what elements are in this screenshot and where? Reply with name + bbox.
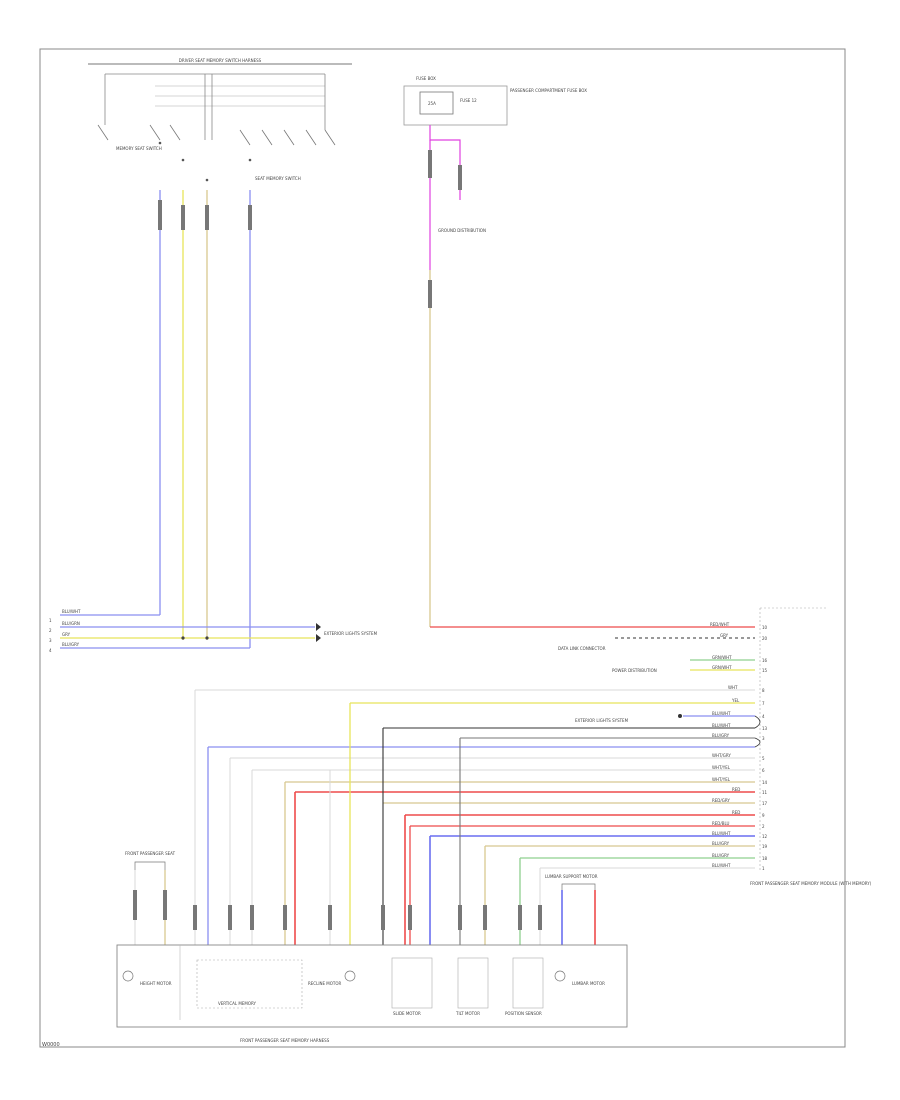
fuse-side-label: PASSENGER COMPARTMENT FUSE BOX	[510, 88, 587, 93]
left-mid-bus: BLU/WHT BLU/GRN GRY BLU/GRY 1 2 3 4 EXTE…	[49, 609, 378, 653]
module-pin-9: 3	[762, 736, 765, 741]
module-wire-12: WHT/YEL	[712, 777, 731, 782]
module-label: FRONT PASSENGER SEAT MEMORY MODULE (WITH…	[750, 881, 872, 886]
module-pin-7: 4	[762, 714, 765, 719]
module-pin-15: 9	[762, 813, 765, 818]
module-pin-3: 16	[762, 658, 768, 663]
module-wire-3: GRN/WHT	[712, 655, 732, 660]
left-pin-1: 1	[49, 618, 52, 623]
module-wire-11: WHT/YEL	[712, 765, 731, 770]
module-pin-10: 5	[762, 756, 765, 761]
fuse-riser-wires	[428, 125, 462, 627]
switch-a-label: MEMORY SEAT SWITCH	[116, 146, 162, 151]
module-wire-2: GRY	[720, 633, 729, 638]
module-wire-18: BLU/GRY	[712, 841, 730, 846]
module-labels: RED/WHT GRY GRN/WHT GRN/WHT WHT YEL BLU/…	[710, 622, 768, 871]
left-pin-3: 3	[49, 638, 52, 643]
module-wire-5: WHT	[728, 685, 738, 690]
left-vertical-wires	[158, 190, 252, 648]
module-pin-20: 1	[762, 866, 765, 871]
component-height-motor: HEIGHT MOTOR	[140, 981, 172, 986]
header-bar-label: DRIVER SEAT MEMORY SWITCH HARNESS	[179, 58, 262, 63]
left-pin-4: 4	[49, 648, 52, 653]
module-pin-4: 15	[762, 668, 768, 673]
bottom-component-box: VERTICAL MEMORY HEIGHT MOTOR RECLINE MOT…	[116, 944, 628, 1028]
bottom-harness-label: FRONT PASSENGER SEAT MEMORY HARNESS	[240, 1038, 330, 1043]
module-pin-2: 20	[762, 636, 768, 641]
module-wire-14: RED/GRY	[712, 798, 730, 803]
module-pin-16: 2	[762, 824, 765, 829]
module-wire-16: RED/BLU	[712, 821, 730, 826]
module-wire-1: RED/WHT	[710, 622, 730, 627]
callout-data-link: DATA LINK CONNECTOR	[558, 646, 606, 651]
ground-label: GROUND DISTRIBUTION	[438, 228, 486, 233]
module-pin-11: 6	[762, 768, 765, 773]
bottom-left-ground: FRONT PASSENGER SEAT	[125, 851, 176, 945]
fuse-box-group: FUSE BOX 25A FUSE 12 PASSENGER COMPARTME…	[403, 76, 587, 233]
bottom-drops: LUMBAR SUPPORT MOTOR	[193, 690, 598, 945]
left-pin-2: 2	[49, 628, 52, 633]
module-wire-8: BLU/WHT	[712, 723, 731, 728]
callout-power-dist: POWER DISTRIBUTION	[612, 668, 657, 673]
module-wire-10: WHT/GRY	[712, 753, 731, 758]
module-wire-9: BLU/GRY	[712, 733, 730, 738]
fuse-caption: FUSE 12	[460, 98, 477, 103]
left-wire-2-label: BLU/GRN	[62, 621, 80, 626]
module-wire-4: GRN/WHT	[712, 665, 732, 670]
module-wire-7: BLU/WHT	[712, 711, 731, 716]
module-pin-5: 8	[762, 688, 765, 693]
module-pin-14: 17	[762, 801, 768, 806]
diagram-frame	[39, 48, 846, 1048]
left-wire-4-label: BLU/GRY	[62, 642, 80, 647]
bottom-left-callout: FRONT PASSENGER SEAT	[125, 851, 176, 856]
module-pin-6: 7	[762, 701, 765, 706]
module-wire-17: BLU/WHT	[712, 831, 731, 836]
module-pin-18: 19	[762, 844, 768, 849]
callout-ext-lights: EXTERIOR LIGHTS SYSTEM	[575, 718, 629, 723]
module-pin-17: 12	[762, 834, 768, 839]
module-pin-19: 18	[762, 856, 768, 861]
component-tilt-motor: TILT MOTOR	[455, 1011, 480, 1016]
left-wire-3-label: GRY	[62, 632, 71, 637]
fuse-text: 25A	[428, 101, 436, 106]
bottom-right-callout: LUMBAR SUPPORT MOTOR	[545, 874, 598, 879]
component-position-sensor: POSITION SENSOR	[505, 1011, 542, 1016]
right-module-connector: FRONT PASSENGER SEAT MEMORY MODULE (WITH…	[558, 607, 872, 886]
module-wire-13: RED	[732, 787, 740, 792]
fuse-box-label: FUSE BOX	[416, 76, 436, 81]
module-pin-1: 10	[762, 625, 768, 630]
module-wire-20: BLU/WHT	[712, 863, 731, 868]
left-wire-1-label: BLU/WHT	[62, 609, 81, 614]
internal-memory-label: VERTICAL MEMORY	[218, 1001, 257, 1006]
component-recline-motor: RECLINE MOTOR	[308, 981, 341, 986]
top-left-switch-group: DRIVER SEAT MEMORY SWITCH HARNESS MEMORY…	[88, 58, 352, 182]
module-wire-6: YEL	[731, 698, 740, 703]
switch-b-label: SEAT MEMORY SWITCH	[255, 176, 301, 181]
module-pin-12: 14	[762, 780, 768, 785]
module-wires	[195, 637, 761, 869]
component-slide-motor: SLIDE MOTOR	[393, 1011, 421, 1016]
module-wire-19: BLU/GRY	[712, 853, 730, 858]
component-lumbar-motor: LUMBAR MOTOR	[572, 981, 605, 986]
module-pin-13: 11	[762, 790, 768, 795]
module-pin-8: 13	[762, 726, 768, 731]
module-wire-15: RED	[732, 810, 740, 815]
footer-code: W0000	[42, 1042, 60, 1048]
left-ref-label: EXTERIOR LIGHTS SYSTEM	[324, 631, 378, 636]
